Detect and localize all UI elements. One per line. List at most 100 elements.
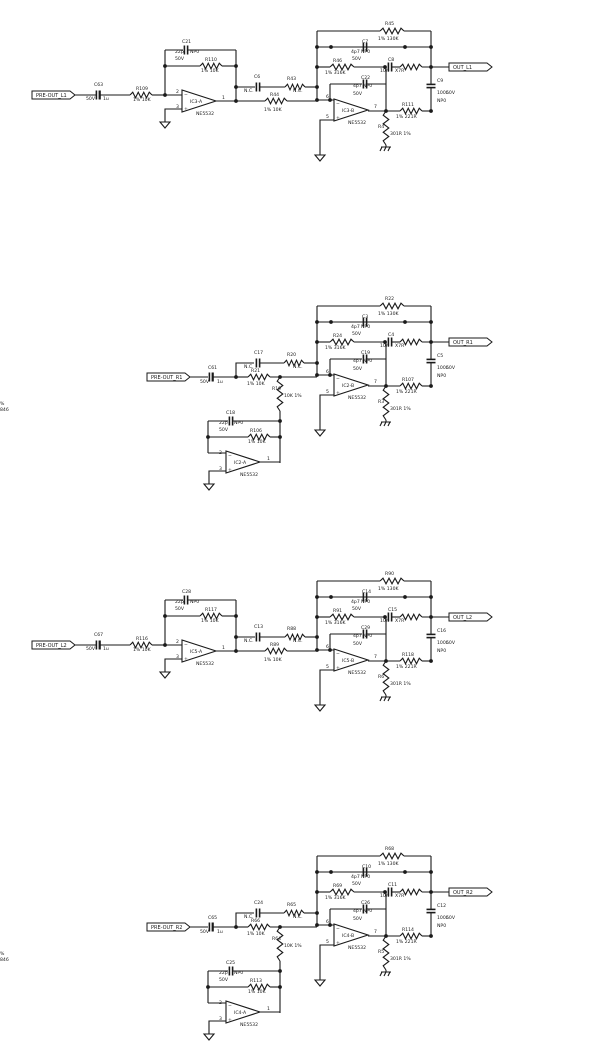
input-port-shape bbox=[146, 922, 191, 932]
opamp-minus: − bbox=[336, 102, 340, 107]
opamp bbox=[225, 1000, 262, 1024]
pin-3: 3 bbox=[176, 104, 179, 110]
cfb-v: 50V bbox=[353, 91, 363, 97]
capacitor-plate bbox=[211, 922, 214, 932]
rmid-val: 1% 316K bbox=[325, 620, 347, 626]
junction-dot bbox=[429, 870, 433, 874]
r1-ref: R110 bbox=[205, 57, 217, 63]
ctop-diel: NP0 bbox=[361, 874, 370, 880]
ctop-diel: NP0 bbox=[361, 324, 370, 330]
pin-5: 5 bbox=[326, 389, 329, 395]
r1-val: 1% 10K bbox=[201, 618, 220, 624]
chassis-ground-symbol bbox=[379, 696, 391, 702]
rnc-val: N.C. bbox=[293, 914, 303, 920]
pin-2: 2 bbox=[176, 89, 179, 95]
resistor bbox=[247, 372, 271, 382]
pin-7: 7 bbox=[374, 929, 377, 935]
opamp-ref: IC2-A bbox=[234, 460, 247, 466]
junction-dot bbox=[403, 870, 407, 874]
junction-dot bbox=[315, 890, 319, 894]
junction-dot bbox=[315, 45, 319, 49]
output-port-shape bbox=[448, 337, 493, 347]
rnc-ref: R20 bbox=[287, 352, 296, 358]
capacitor-plate bbox=[98, 640, 101, 650]
cout-diel: NP0 bbox=[437, 923, 446, 929]
pin-1: 1 bbox=[222, 645, 225, 651]
pin-2: 2 bbox=[219, 1000, 222, 1006]
r2-ref: R64 bbox=[272, 936, 281, 942]
cmid-val: 10n bbox=[380, 343, 389, 349]
cout-ref: C12 bbox=[437, 903, 446, 909]
ground-symbol bbox=[313, 979, 327, 987]
junction-dot bbox=[315, 320, 319, 324]
margin-fragment: % bbox=[0, 401, 5, 407]
junction-dot bbox=[429, 659, 433, 663]
cout-v: 50V bbox=[446, 915, 456, 921]
r1-ref: R106 bbox=[250, 428, 262, 434]
r2-val: 10K 1% bbox=[284, 393, 302, 399]
ctop-ref: C10 bbox=[362, 864, 371, 870]
c1-val: 22p bbox=[175, 599, 184, 605]
rtop-val: 1% 130K bbox=[378, 861, 400, 867]
junction-dot bbox=[429, 384, 433, 388]
junction-dot bbox=[315, 65, 319, 69]
junction-dot bbox=[234, 635, 238, 639]
opamp-plus: + bbox=[228, 467, 232, 473]
rtop-ref: R68 bbox=[385, 846, 394, 852]
rin-val: 1% 10K bbox=[133, 97, 152, 103]
rmid-val: 1% 316K bbox=[325, 345, 347, 351]
cfb-val: 4p7 bbox=[353, 358, 362, 364]
ctop-v: 50V bbox=[352, 56, 362, 62]
cfb-diel: NP0 bbox=[363, 358, 372, 364]
rg-ref: R3 bbox=[378, 399, 384, 405]
junction-dot bbox=[329, 595, 333, 599]
opamp-part: NE5532 bbox=[240, 1022, 258, 1028]
opamp-minus: − bbox=[336, 652, 340, 657]
resistor bbox=[276, 376, 284, 412]
cmid-diel: X7R bbox=[395, 618, 405, 624]
c1-val: 22p bbox=[219, 420, 228, 426]
resistor bbox=[382, 660, 390, 696]
opamp-plus: + bbox=[228, 1017, 232, 1023]
ctop-val: 4p7 bbox=[351, 49, 360, 55]
cin-ref: C65 bbox=[208, 915, 217, 921]
opamp bbox=[225, 450, 262, 474]
opamp-part: NE5532 bbox=[240, 472, 258, 478]
resistor bbox=[264, 646, 288, 656]
rg-ref: R4 bbox=[378, 124, 384, 130]
junction-dot bbox=[315, 911, 319, 915]
pin-5: 5 bbox=[326, 114, 329, 120]
opamp-ref: IC4-B bbox=[342, 933, 354, 939]
ground-symbol bbox=[313, 154, 327, 162]
pin-5: 5 bbox=[326, 939, 329, 945]
rg-ref: R6 bbox=[378, 674, 384, 680]
opamp-part: NE5532 bbox=[196, 661, 214, 667]
wire bbox=[164, 658, 182, 672]
output-port-shape bbox=[448, 62, 493, 72]
cout-ref: C9 bbox=[437, 78, 443, 84]
cnc-ref: C6 bbox=[254, 74, 260, 80]
opamp bbox=[181, 89, 218, 113]
cin-val: 1u bbox=[103, 646, 109, 652]
pin-1: 1 bbox=[267, 1006, 270, 1012]
c1-ref: C28 bbox=[182, 589, 191, 595]
c1-ref: C21 bbox=[182, 39, 191, 45]
cin-tol: 50V bbox=[86, 96, 96, 102]
rout-val: 1% 221R bbox=[396, 939, 418, 945]
cfb-ref: C22 bbox=[361, 75, 370, 81]
cin-ref: C63 bbox=[94, 82, 103, 88]
opamp-part: NE5532 bbox=[348, 670, 366, 676]
junction-dot bbox=[403, 595, 407, 599]
opamp-minus: − bbox=[228, 1004, 232, 1009]
junction-dot bbox=[315, 635, 319, 639]
cout-val: 100n bbox=[437, 640, 449, 646]
opamp-plus: + bbox=[184, 106, 188, 112]
rin-ref: R66 bbox=[251, 918, 260, 924]
left-margin-fragments: % 846 % 846 bbox=[0, 401, 9, 963]
input-port-shape bbox=[31, 90, 76, 100]
input-port: PRE-OUT_L1 bbox=[36, 93, 67, 99]
cfb-v: 50V bbox=[353, 916, 363, 922]
rg-val: 301R 1% bbox=[390, 406, 411, 412]
c1-val: 22p bbox=[175, 49, 184, 55]
